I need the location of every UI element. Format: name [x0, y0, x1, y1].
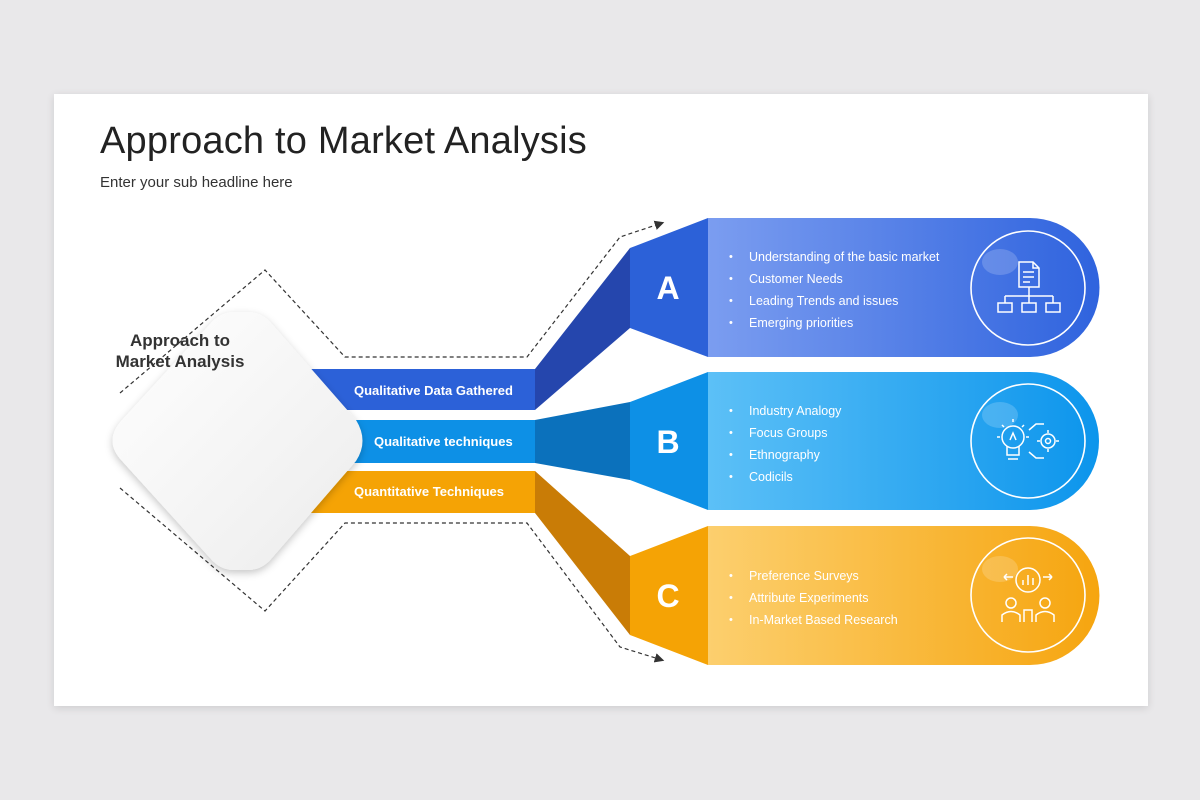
band-a-connector — [630, 218, 708, 357]
center-diamond — [112, 312, 363, 570]
list-item: In-Market Based Research — [727, 609, 898, 631]
dashed-connector-bottom — [119, 487, 665, 663]
section-a-list: Understanding of the basic market Custom… — [727, 246, 939, 334]
band-a-diagonal — [535, 248, 630, 410]
flowchart-document-icon — [997, 261, 1061, 313]
dashed-connector-top — [119, 220, 665, 394]
section-letter-b: B — [656, 424, 680, 460]
band-c-horizontal — [300, 471, 535, 513]
band-label-a: Qualitative Data Gathered — [354, 383, 513, 398]
icon-circle-c — [970, 537, 1086, 653]
list-item: Focus Groups — [727, 422, 841, 444]
list-item: Leading Trends and issues — [727, 290, 939, 312]
icon-circle-b — [970, 383, 1086, 499]
center-label-line1: Approach to — [129, 331, 231, 350]
lightbulb-gears-icon — [997, 419, 1059, 460]
list-item: Preference Surveys — [727, 565, 898, 587]
band-label-b: Qualitative techniques — [374, 434, 513, 449]
section-b-list: Industry Analogy Focus Groups Ethnograph… — [727, 400, 841, 488]
band-b-connector — [630, 372, 708, 510]
band-a-horizontal — [300, 369, 535, 410]
band-b-diagonal — [535, 402, 630, 480]
list-item: Industry Analogy — [727, 400, 841, 422]
section-c-list: Preference Surveys Attribute Experiments… — [727, 565, 898, 631]
center-label: Approach to Market Analysis — [100, 330, 260, 372]
list-item: Emerging priorities — [727, 312, 939, 334]
page-title: Approach to Market Analysis — [100, 120, 587, 162]
icon-circle-a — [970, 230, 1086, 346]
band-c-connector — [630, 526, 708, 665]
page-subtitle: Enter your sub headline here — [100, 174, 293, 191]
list-item: Understanding of the basic market — [727, 246, 939, 268]
list-item: Ethnography — [727, 444, 841, 466]
section-letter-c: C — [656, 578, 680, 614]
center-label-line2: Market Analysis — [115, 352, 245, 371]
list-item: Attribute Experiments — [727, 587, 898, 609]
research-analytics-icon — [1001, 567, 1055, 622]
band-label-c: Quantitative Techniques — [354, 484, 505, 499]
band-c-diagonal — [535, 471, 630, 635]
list-item: Customer Needs — [727, 268, 939, 290]
list-item: Codicils — [727, 466, 841, 488]
section-letter-a: A — [656, 270, 680, 306]
